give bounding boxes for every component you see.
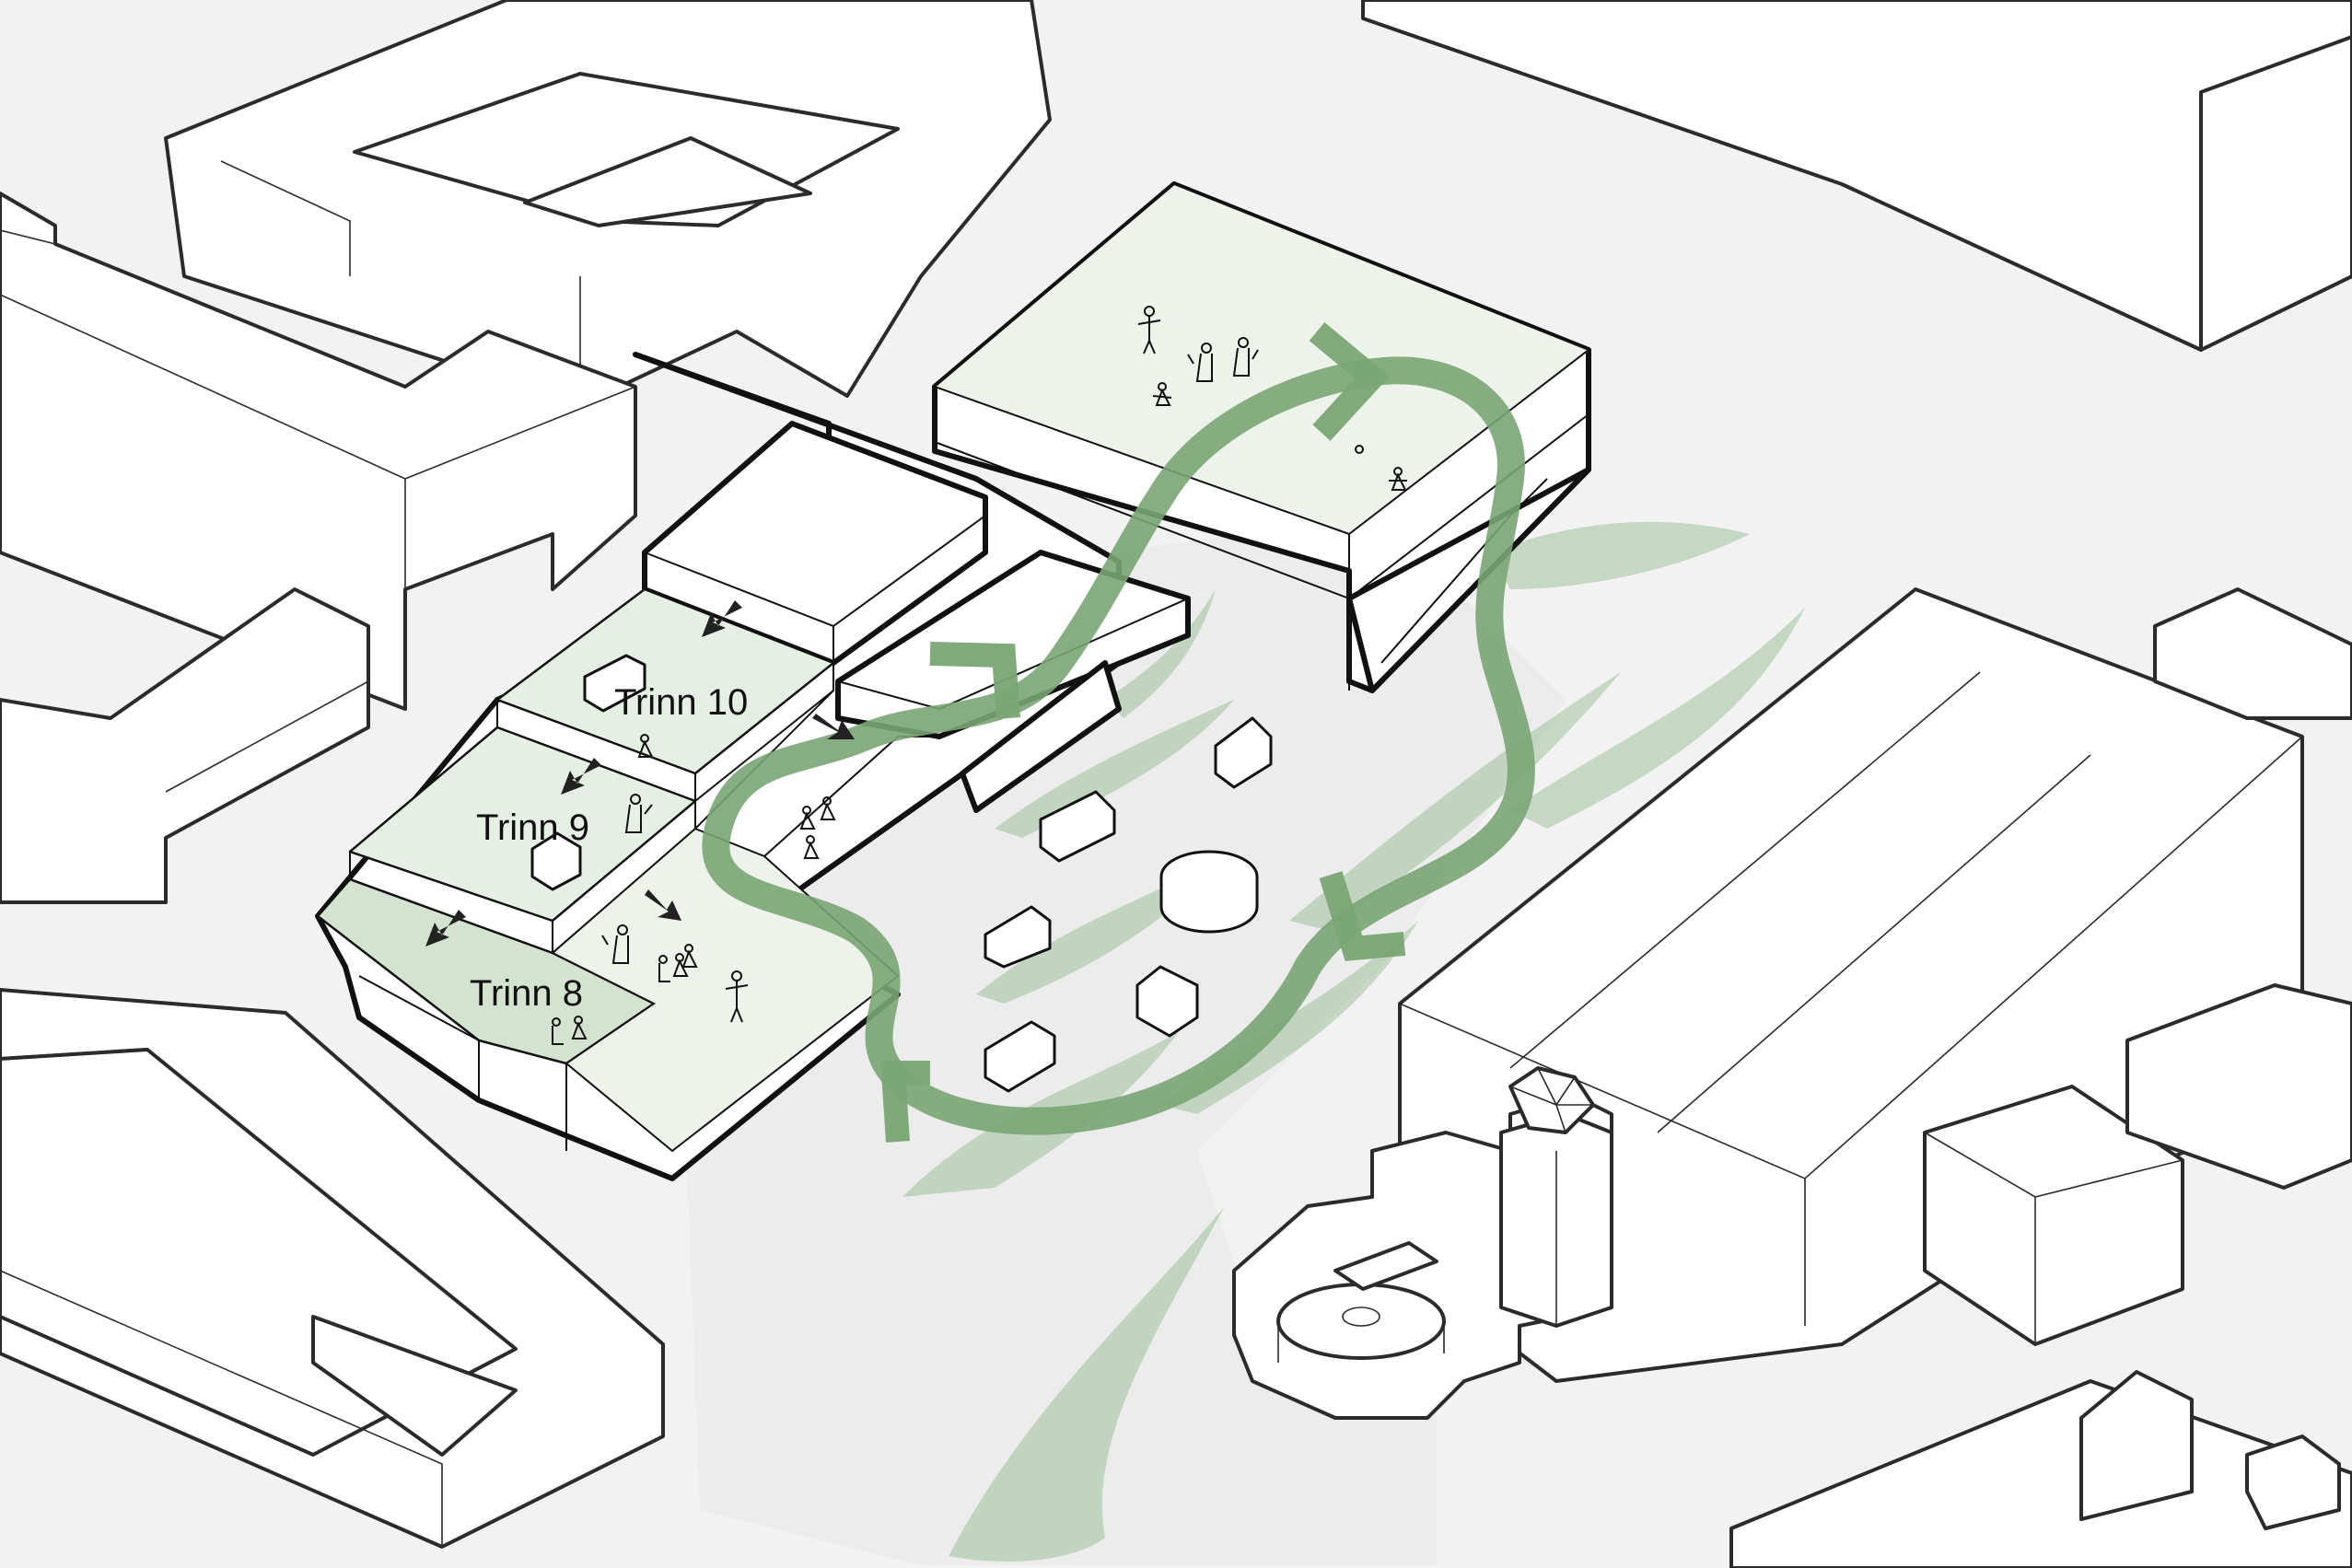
chevron-arrow-icon xyxy=(1309,322,1390,441)
person-icon xyxy=(1137,306,1161,354)
person-icon xyxy=(658,955,670,982)
trinn-labels: Trinn 10 Trinn 9 Trinn 8 xyxy=(470,682,748,1014)
person-icon xyxy=(1152,382,1172,406)
direction-arrows xyxy=(425,600,855,947)
person-icon xyxy=(1187,343,1213,382)
label-trinn-8: Trinn 8 xyxy=(470,973,583,1014)
person-icon xyxy=(571,1016,588,1040)
park-pavilions xyxy=(984,716,1273,1093)
chevron-arrow-icon xyxy=(1319,871,1406,961)
arrow-icon xyxy=(561,758,601,795)
pavilion-house-1 xyxy=(1214,716,1273,789)
person-icon xyxy=(799,806,816,830)
person-icon xyxy=(601,924,629,964)
person-icon xyxy=(624,794,653,833)
pavilion-box-1 xyxy=(1039,790,1116,863)
pavilion-box-2 xyxy=(984,905,1052,969)
person-icon xyxy=(1389,467,1407,491)
person-icon xyxy=(725,970,749,1023)
arrow-icon xyxy=(702,600,742,637)
person-icon xyxy=(672,953,689,977)
person-icon xyxy=(1355,445,1364,454)
movement-loop xyxy=(702,322,1535,1143)
people xyxy=(530,306,1407,1045)
person-icon xyxy=(1232,337,1259,377)
person-icon xyxy=(820,796,836,820)
person-icon xyxy=(681,944,698,968)
arrow-icon xyxy=(812,714,855,739)
person-icon xyxy=(637,734,654,758)
roof-sports-deck xyxy=(933,182,1591,536)
pavilion-house-2 xyxy=(1135,965,1199,1038)
chevron-arrow-icon xyxy=(880,1061,930,1143)
chevron-arrow-icon xyxy=(929,642,1020,719)
label-trinn-9: Trinn 9 xyxy=(476,807,589,848)
label-trinn-10: Trinn 10 xyxy=(614,682,748,723)
arrow-icon xyxy=(645,889,681,921)
arrow-icon xyxy=(425,910,466,947)
park-ground xyxy=(681,516,1566,1565)
person-icon xyxy=(552,1017,564,1045)
person-icon xyxy=(803,835,820,859)
pavilion-box-3 xyxy=(984,1020,1056,1093)
